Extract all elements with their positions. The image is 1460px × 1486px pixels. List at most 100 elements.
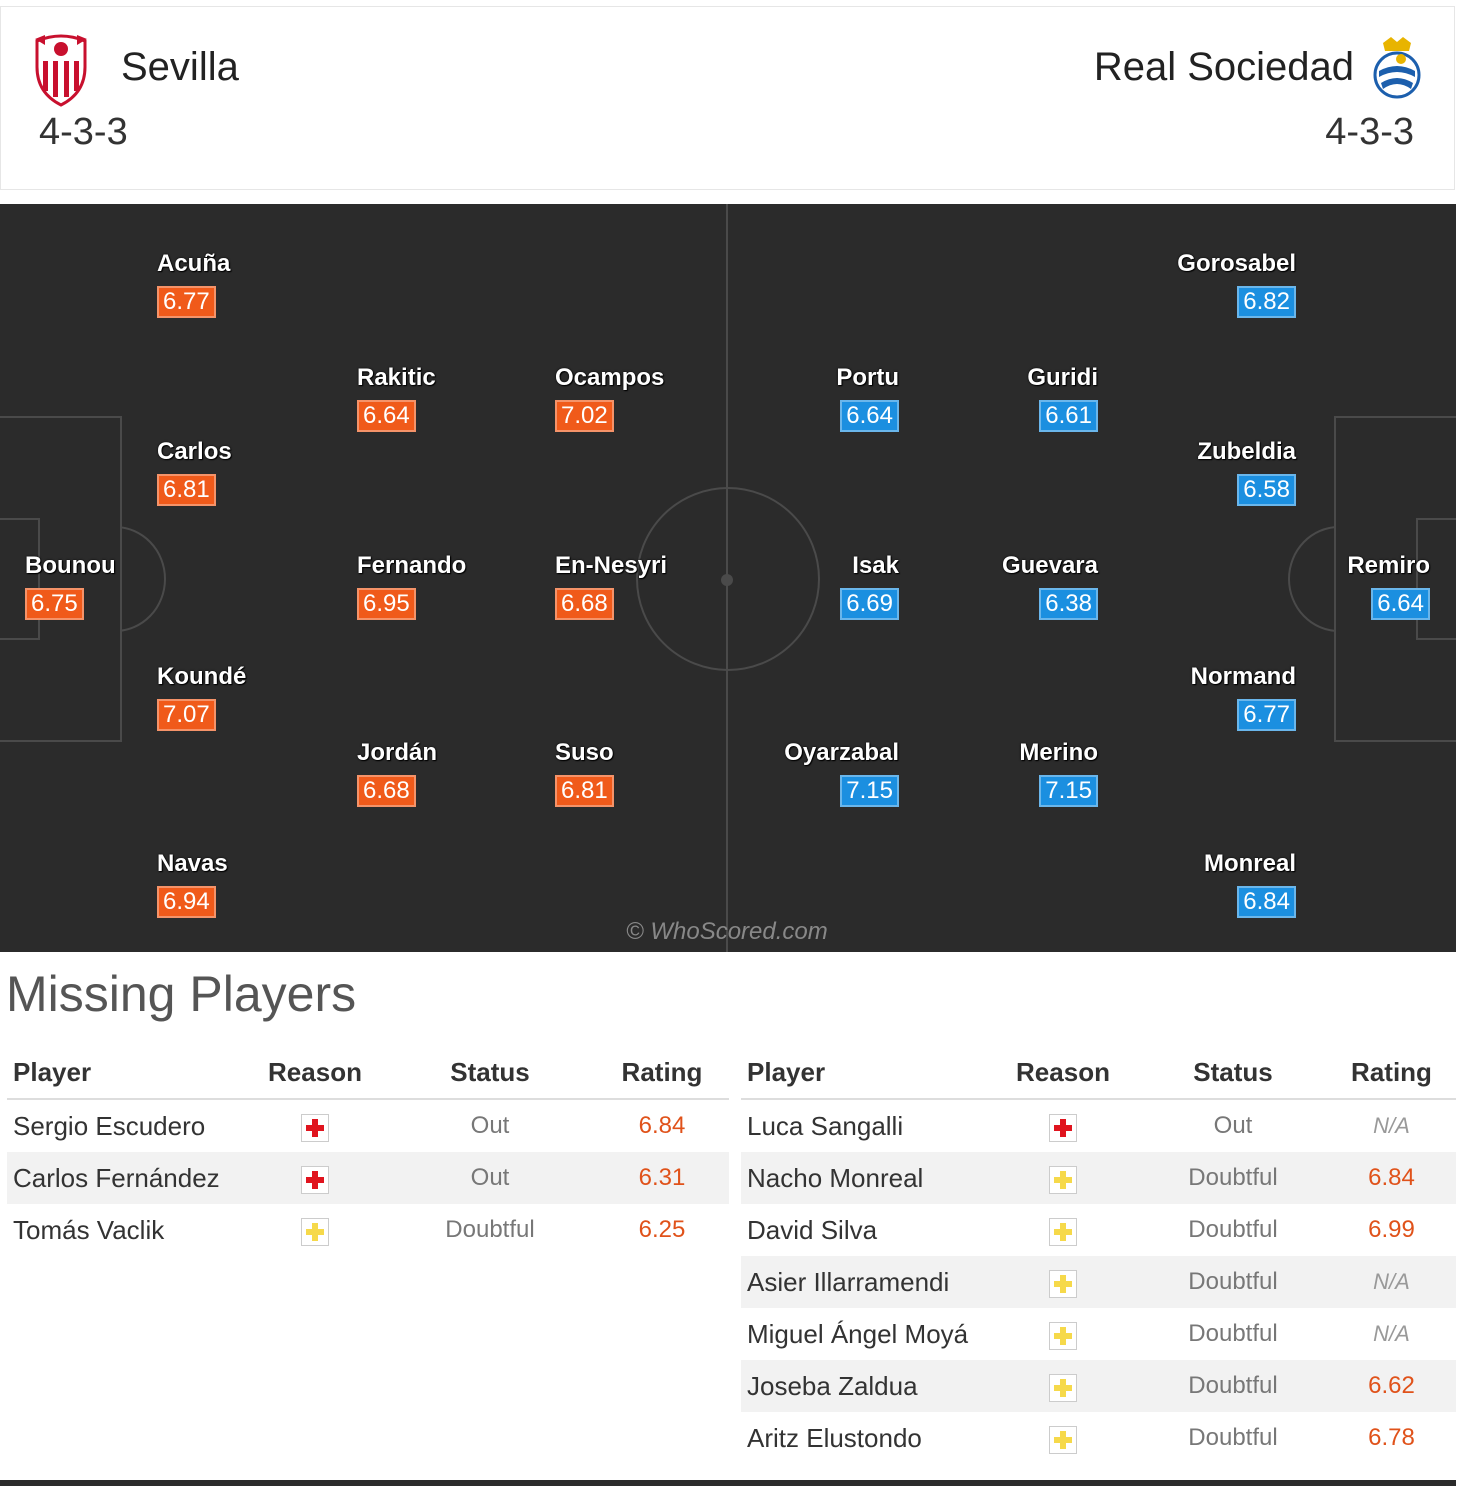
status-text: Doubtful [1139,1152,1327,1204]
col-reason[interactable]: Reason [245,1046,385,1100]
col-status[interactable]: Status [1139,1046,1327,1100]
injury-icon [301,1165,329,1194]
player-name: Guridi [1027,364,1098,391]
table-row: Nacho Monreal Doubtful 6.84 [741,1152,1456,1204]
real-sociedad-crest-icon [1373,37,1421,99]
home-team-name[interactable]: Sevilla [121,45,239,89]
player-name: Navas [157,850,228,877]
player-link[interactable]: Aritz Elustondo [747,1422,922,1453]
home-player[interactable]: Navas 6.94 [157,850,228,918]
player-rating: 7.15 [1039,775,1098,807]
player-rating: 6.84 [1237,886,1296,918]
player-name: Guevara [1001,552,1098,579]
player-name: Oyarzabal [784,739,899,766]
status-text: Out [385,1152,595,1204]
home-formation: 4-3-3 [39,111,128,153]
player-rating: 7.02 [555,400,614,432]
away-team-name[interactable]: Real Sociedad [1093,45,1354,89]
player-rating: 7.07 [157,699,216,731]
rating-value: 6.78 [1368,1424,1415,1451]
player-name: Fernando [357,552,467,579]
away-player[interactable]: Portu 6.64 [836,364,899,432]
player-rating: 6.64 [357,400,416,432]
player-rating: 6.94 [157,886,216,918]
status-text: Out [1213,1112,1253,1139]
away-player[interactable]: Gorosabel 6.82 [1177,250,1296,318]
rating-value: 6.84 [638,1112,686,1139]
player-link[interactable]: Carlos Fernández [7,1152,245,1204]
player-name: Gorosabel [1177,250,1296,277]
status-text: Out [470,1112,510,1139]
col-player[interactable]: Player [7,1046,245,1100]
rating-value: N/A [1373,1113,1410,1138]
player-name: Portu [836,364,899,391]
away-player[interactable]: Guevara 6.38 [1002,552,1098,620]
player-rating: 6.38 [1039,588,1098,620]
player-link[interactable]: Sergio Escudero [13,1110,206,1141]
away-player[interactable]: Merino 7.15 [1019,739,1098,807]
player-link[interactable]: Asier Illarramendi [741,1256,987,1308]
doubtful-icon [1049,1217,1077,1246]
player-link[interactable]: David Silva [747,1214,878,1245]
doubtful-icon [1049,1321,1077,1350]
col-player[interactable]: Player [741,1046,987,1100]
player-name: Koundé [157,663,247,690]
injury-icon [1049,1113,1077,1142]
col-rating[interactable]: Rating [595,1046,729,1100]
home-player[interactable]: Koundé 7.07 [157,663,246,731]
home-player[interactable]: Bounou 6.75 [25,552,116,620]
player-link[interactable]: Nacho Monreal [741,1152,987,1204]
player-rating: 6.75 [25,588,84,620]
rating-value: N/A [1373,1321,1410,1346]
player-name: Merino [1019,739,1098,766]
player-rating: 6.58 [1237,474,1296,506]
status-text: Doubtful [1139,1256,1327,1308]
doubtful-icon [1049,1425,1077,1454]
player-link[interactable]: Luca Sangalli [747,1110,904,1141]
table-row: Joseba Zaldua Doubtful 6.62 [741,1360,1456,1412]
player-link[interactable]: Tomás Vaclik [13,1214,165,1245]
doubtful-icon [301,1217,329,1246]
player-link[interactable]: Joseba Zaldua [741,1360,987,1412]
col-reason[interactable]: Reason [987,1046,1139,1100]
player-rating: 6.82 [1237,286,1296,318]
missing-players-title: Missing Players [6,966,357,1022]
col-rating[interactable]: Rating [1327,1046,1456,1100]
table-row: Aritz Elustondo Doubtful 6.78 [741,1412,1456,1464]
table-row: Asier Illarramendi Doubtful N/A [741,1256,1456,1308]
player-rating: 6.64 [840,400,899,432]
status-text: Doubtful [1188,1320,1278,1347]
home-player[interactable]: Fernando 6.95 [357,552,466,620]
rating-value: 6.99 [1368,1216,1415,1243]
right-goal-area [1416,518,1456,640]
player-name: Bounou [25,552,116,579]
left-goal-area [0,518,40,640]
player-name: Normand [1190,663,1296,690]
player-name: Acuña [157,250,231,277]
rating-value: 6.31 [595,1152,729,1204]
player-link[interactable]: Miguel Ángel Moyá [747,1318,969,1349]
player-name: Suso [555,739,614,766]
player-rating: 6.81 [157,474,216,506]
col-status[interactable]: Status [385,1046,595,1100]
player-rating: 6.95 [357,588,416,620]
table-row: Carlos Fernández Out 6.31 [7,1152,729,1204]
center-circle [636,487,820,671]
doubtful-icon [1049,1269,1077,1298]
rating-value: 6.84 [1327,1152,1456,1204]
